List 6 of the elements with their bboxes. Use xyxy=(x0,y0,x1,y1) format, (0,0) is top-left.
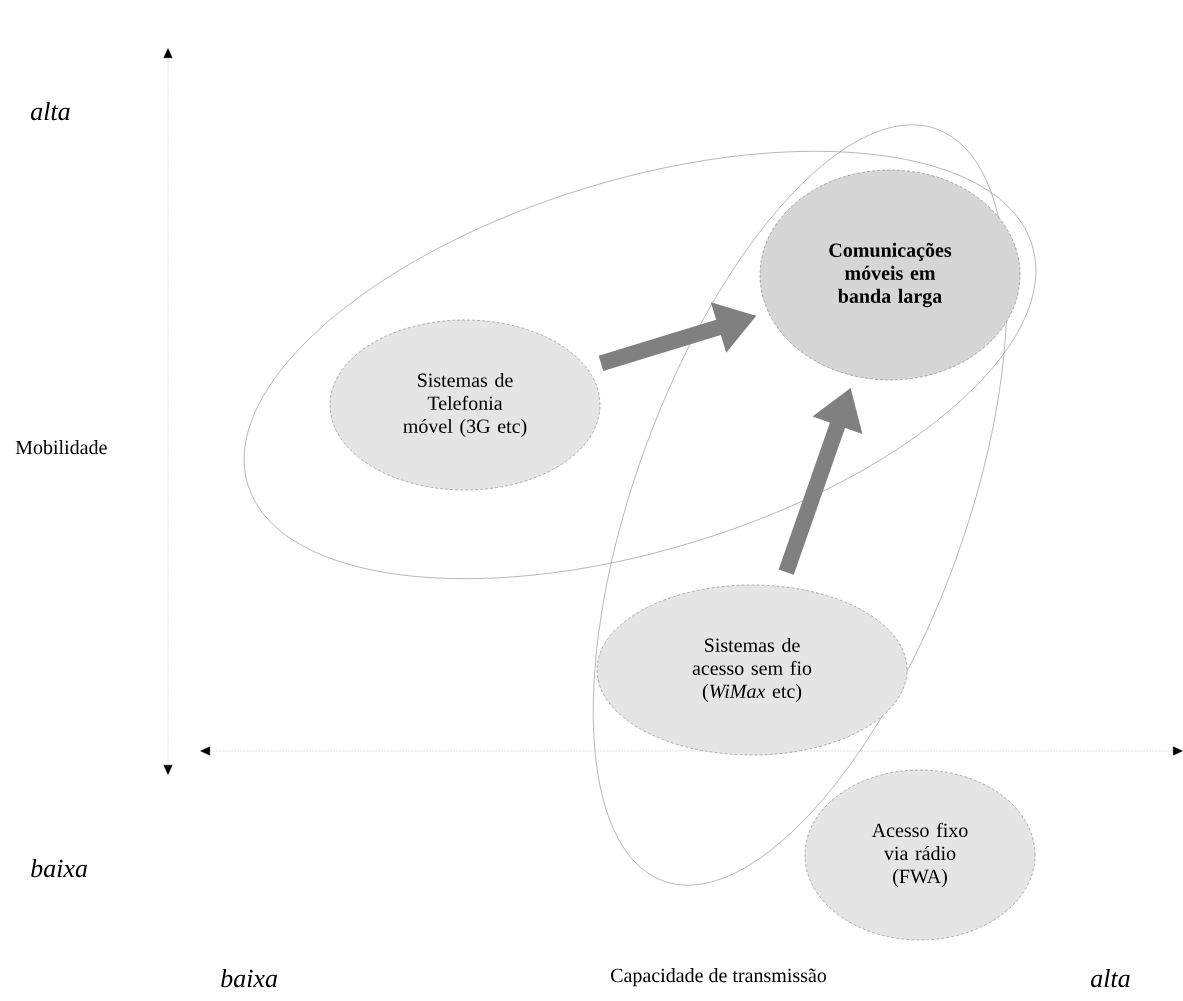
axis-label: Capacidade de transmissão xyxy=(611,968,827,987)
axis-label: baixa xyxy=(221,968,277,988)
axis-label: alta xyxy=(1091,968,1130,988)
axis-label: baixa xyxy=(31,858,87,878)
axis-label: Mobilidade xyxy=(15,440,107,455)
axis-label: alta xyxy=(30,101,70,121)
